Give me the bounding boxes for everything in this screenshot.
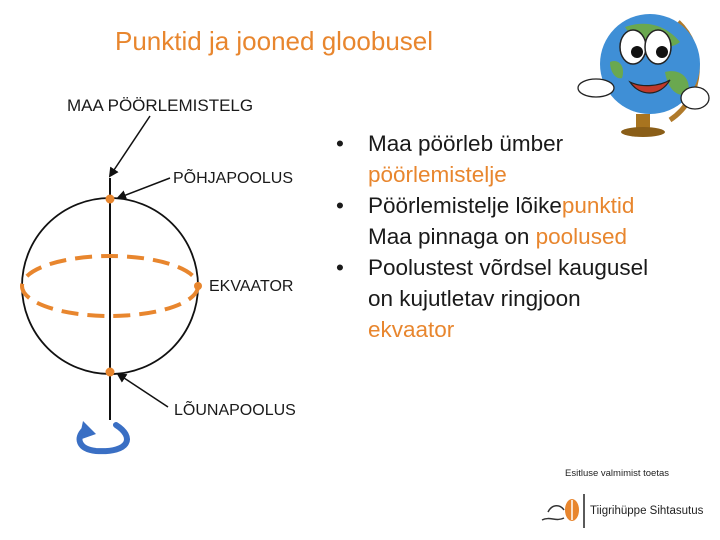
axis-pointer-arrow bbox=[110, 116, 150, 176]
bullet-highlight-2: poolused bbox=[536, 224, 627, 249]
equator-dot bbox=[194, 282, 202, 290]
bullet-marker: • bbox=[336, 128, 344, 159]
bullet-item: • Pöörlemistelje lõikepunktid Maa pinnag… bbox=[336, 190, 666, 252]
north-pole-label: PÕHJAPOOLUS bbox=[173, 170, 293, 188]
globe-mascot-icon bbox=[570, 2, 720, 137]
north-pole-dot bbox=[106, 195, 115, 204]
rotation-arrowhead bbox=[79, 421, 96, 440]
south-pole-label: LÕUNAPOOLUS bbox=[174, 402, 296, 420]
bullet-item: • Poolustest võrdsel kaugusel on kujutle… bbox=[336, 252, 666, 345]
bullet-highlight: punktid bbox=[562, 193, 635, 218]
bullet-highlight: ekvaator bbox=[368, 317, 454, 342]
bullet-item: • Maa pöörleb ümber pöörlemistelje bbox=[336, 128, 666, 190]
bullet-marker: • bbox=[336, 252, 344, 283]
bullet-marker: • bbox=[336, 190, 344, 221]
bullet-text-continued: Maa pinnaga on bbox=[368, 224, 536, 249]
bullet-text: Poolustest võrdsel kaugusel on kujutleta… bbox=[368, 255, 648, 311]
bullet-text: Pöörlemistelje lõike bbox=[368, 193, 562, 218]
north-pole-pointer-arrow bbox=[118, 178, 170, 198]
bullet-highlight: pöörlemistelje bbox=[368, 162, 507, 187]
bullet-text: Maa pöörleb ümber bbox=[368, 131, 563, 156]
equator-label: EKVAATOR bbox=[209, 278, 293, 296]
south-pole-dot bbox=[106, 368, 115, 377]
south-pole-pointer-arrow bbox=[118, 374, 168, 407]
bullet-list: • Maa pöörleb ümber pöörlemistelje • Pöö… bbox=[336, 128, 666, 345]
sponsor-logo-icon bbox=[540, 490, 588, 530]
sponsor-name: Tiigrihüppe Sihtasutus bbox=[590, 505, 703, 517]
sponsor-caption: Esitluse valmimist toetas bbox=[565, 468, 669, 479]
